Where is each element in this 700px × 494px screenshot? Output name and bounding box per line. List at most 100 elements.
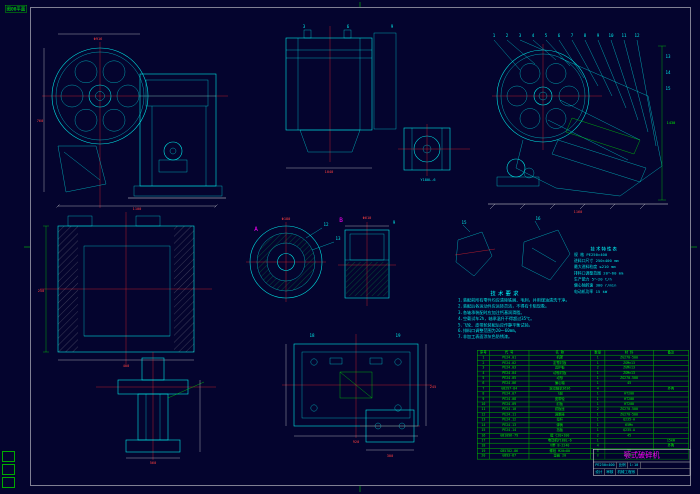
bom-cell: 16 (476, 432, 490, 439)
bom-cell (653, 432, 689, 439)
fold-mark (2, 464, 15, 475)
toggle-detail-a (454, 224, 496, 277)
bom-cell: 45 (604, 432, 654, 439)
part-callout: 13 (665, 54, 671, 59)
bom-cell: 11 (476, 406, 490, 413)
note-line: 4.空载试车2h，轴承温升不得超过35℃。 (458, 316, 535, 321)
dimension-label: 250 (38, 289, 45, 293)
design-label: 设计 (594, 468, 605, 475)
part-callout: 13 (335, 236, 341, 241)
dimension-label: 1040 (325, 170, 334, 174)
sheet-corner-label: 图00平面 (5, 5, 27, 13)
part-callout: 12 (634, 33, 640, 38)
part-callout: 16 (535, 216, 541, 221)
title-block: 颚式破碎机 PE250×400 比例 1:10 设计 审核 机械工程系 (593, 449, 691, 476)
spec-line: 排料口调整范围 20～60 mm (574, 271, 624, 276)
bom-cell: GB93-87 (489, 453, 530, 460)
dimension-label: 1100 (133, 207, 142, 211)
bom-cell: 外购 (653, 443, 689, 449)
bom-cell: 20 (476, 453, 490, 460)
part-callout: 3 (519, 33, 522, 38)
part-callout: 9 (597, 33, 600, 38)
fold-marks (2, 451, 15, 490)
side-view (285, 26, 470, 176)
part-callout: 6 (558, 33, 561, 38)
part-callout: 11 (621, 33, 627, 38)
part-callout: 1 (493, 33, 496, 38)
part-callout: 7 (571, 33, 574, 38)
fold-mark (2, 477, 15, 488)
dimension-label: A (254, 226, 258, 233)
notes-lines: 1.装配前所有零件均应清除铁屑、毛刺，并用煤油清洗干净。2.装配后各运动件应运转… (458, 297, 620, 340)
dimension-label: Φ916 (94, 37, 103, 41)
note-line: 2.装配后各运动件应运转灵活，不得有卡阻现象。 (458, 303, 550, 309)
bom-cell (653, 406, 689, 413)
shaft-assembly-view (96, 352, 216, 460)
front-view (42, 33, 228, 208)
leader-lines (493, 39, 657, 147)
dimension-label: 1160 (574, 210, 583, 214)
part-callout: 10 (608, 33, 614, 38)
specs-heading: 技术特性表 (590, 246, 618, 252)
fold-mark (2, 451, 15, 462)
toggle-detail-b (521, 220, 571, 281)
part-callout: 6 (347, 24, 350, 29)
drawing-scale: 1:10 (628, 462, 641, 469)
spec-line: 规 格 PE250×400 (574, 252, 608, 257)
bom-cell: 6 (476, 381, 490, 387)
dimension-label: 560 (150, 461, 157, 465)
part-callout: 9 (393, 220, 396, 225)
notes-heading: 技术要求 (490, 291, 521, 298)
note-line: 1.装配前所有零件均应清除铁屑、毛刺，并用煤油清洗干净。 (458, 297, 570, 303)
bom-cell: 1 (476, 355, 490, 361)
part-callout: 18 (309, 333, 315, 338)
bom-cell: 65Mn (604, 453, 654, 460)
part-callout: 2 (506, 33, 509, 38)
part-callout: 9 (391, 24, 394, 29)
part-callout: 4 (532, 33, 535, 38)
pulley-detail (338, 222, 396, 306)
dimension-label: 245 (430, 385, 437, 389)
dimension-label: Y180L-6 (420, 178, 435, 182)
dimension-label: 760 (37, 119, 44, 123)
dimension-label: 920 (353, 440, 360, 444)
bom-cell: 垫圈 20 (528, 453, 591, 460)
bom-cell: ZG270-500 (604, 355, 654, 361)
part-callout: 15 (461, 220, 467, 225)
bom-cell (653, 355, 689, 361)
spec-line: 生产能力 5～20 t/h (574, 277, 612, 282)
dimension-label: Φ610 (363, 216, 372, 220)
part-callout: 19 (395, 333, 401, 338)
dimension-label: 1430 (667, 121, 676, 125)
part-callout: 14 (665, 70, 671, 75)
part-callout: 15 (665, 86, 671, 91)
bom-cell (653, 381, 689, 387)
note-line: 6.排料口调整范围为20～60mm。 (458, 328, 519, 334)
right-side-view (488, 39, 668, 210)
note-line: 7.非加工表面涂灰色防锈漆。 (458, 334, 513, 340)
drawing-frame (24, 2, 697, 492)
technical-notes: 技术要求 1.装配前所有零件均应清除铁屑、毛刺，并用煤油清洗干净。2.装配后各运… (458, 289, 620, 340)
bom-cell: 外购 (653, 386, 689, 392)
base-plan-view (282, 334, 432, 451)
bearing-detail (246, 222, 335, 302)
note-line: 5.飞轮、皮带轮装配后应作静平衡试验。 (458, 322, 533, 328)
bom-cell: 45 (604, 381, 654, 387)
note-line: 3.各轴承装配时应加注钙基润滑脂。 (458, 309, 525, 315)
bom-cell: 偏心轴 (528, 381, 591, 387)
part-callout: 5 (545, 33, 548, 38)
